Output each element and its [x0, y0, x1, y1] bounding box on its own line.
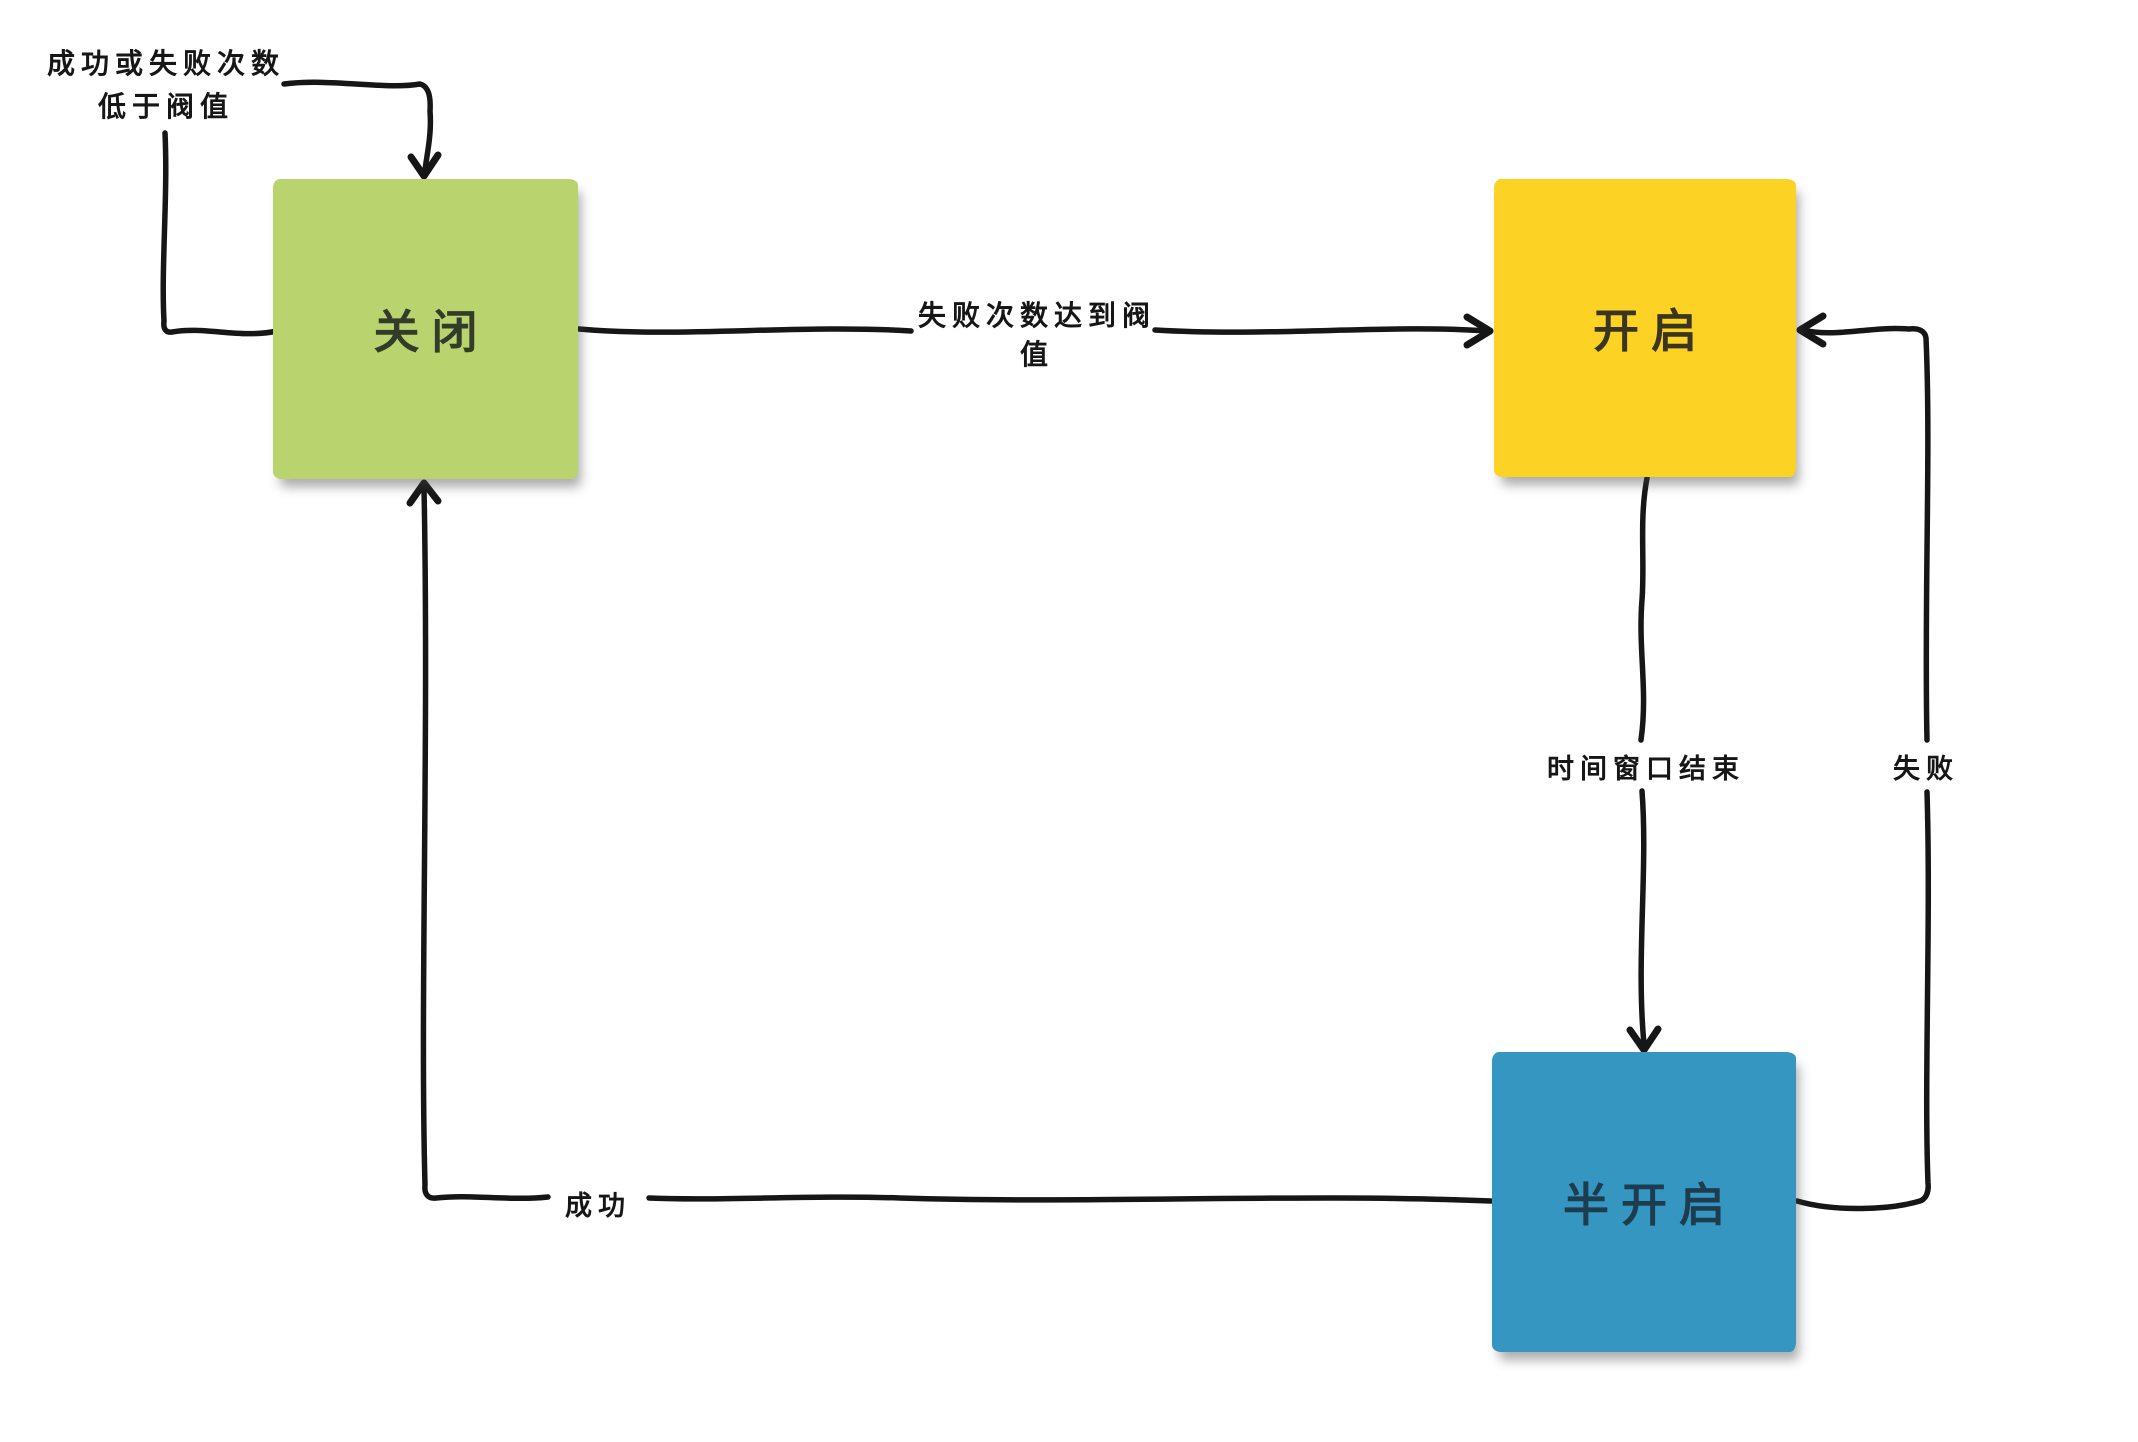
arrowhead-into-half-open-top	[1626, 1025, 1662, 1054]
arrowhead-into-closed-bottom	[406, 479, 442, 507]
edge-label-fail-threshold-line2: 值	[1019, 338, 1054, 371]
open-to-half-bottom-segment	[1638, 788, 1647, 1047]
state-half-open: 半开启	[1492, 1052, 1796, 1352]
edge-label-fail-threshold-line1: 失败次数达到阀	[917, 299, 1156, 332]
edge-label-success: 成功	[565, 1191, 631, 1222]
edge-label-fail-threshold: 失败次数达到阀 值	[887, 296, 1187, 374]
closed-to-open-right-segment	[1152, 326, 1490, 335]
open-to-half-top-segment	[1638, 475, 1650, 743]
half-to-open-upper-segment	[1800, 325, 1931, 743]
state-closed-label: 关闭	[373, 305, 490, 359]
edge-label-self-loop-line2: 低于阀值	[97, 90, 234, 123]
arrowhead-into-open-left	[1463, 313, 1494, 349]
arrowhead-into-open-right	[1796, 312, 1827, 348]
self-loop-entry-segment	[281, 79, 434, 174]
edge-label-self-loop-line1: 成功或失败次数	[46, 47, 285, 80]
arrowhead-into-closed-top	[407, 151, 442, 180]
state-closed: 关闭	[273, 179, 578, 479]
half-to-closed-rise-segment	[420, 485, 551, 1202]
edge-label-self-loop: 成功或失败次数 低于阀值	[26, 42, 306, 128]
half-to-open-lower-segment	[1794, 789, 1932, 1212]
closed-to-open-left-segment	[576, 326, 914, 335]
edge-label-fail: 失败	[1893, 754, 1959, 785]
edge-label-window-end: 时间窗口结束	[1547, 754, 1745, 785]
state-open: 开启	[1494, 179, 1796, 477]
state-half-open-label: 半开启	[1563, 1178, 1737, 1232]
half-to-closed-bottom-segment	[646, 1194, 1494, 1204]
state-open-label: 开启	[1593, 304, 1709, 358]
self-loop-return-segment	[160, 130, 280, 337]
